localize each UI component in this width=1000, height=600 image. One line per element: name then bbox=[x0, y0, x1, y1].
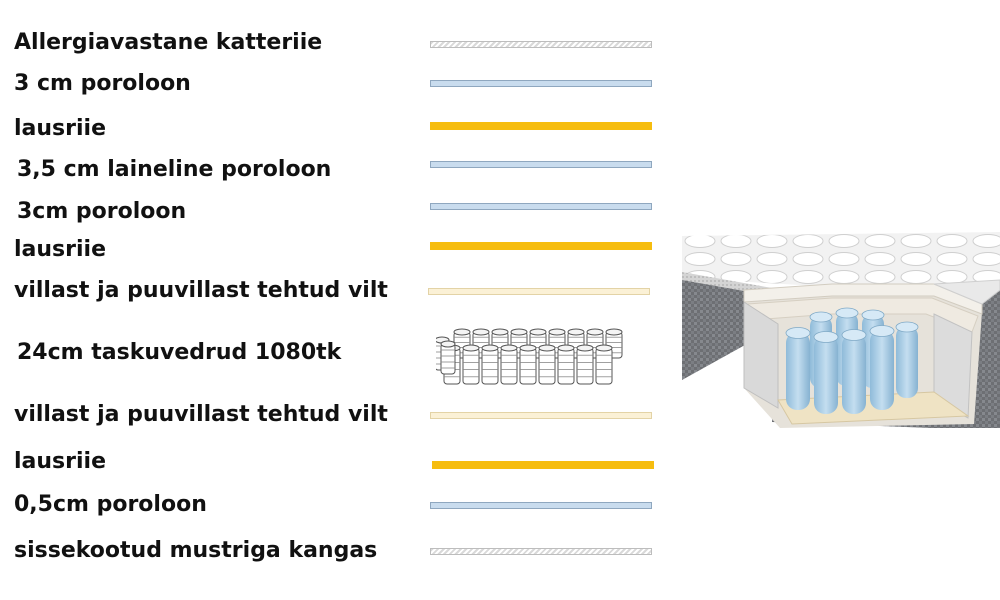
cutaway-spring bbox=[895, 321, 919, 398]
cutaway-spring bbox=[841, 329, 867, 414]
spring-coil bbox=[519, 344, 537, 385]
cutaway-spring bbox=[785, 327, 811, 410]
cutaway-spring bbox=[813, 331, 839, 414]
springs-front-row bbox=[436, 336, 613, 385]
mattress-top-edge bbox=[933, 279, 1000, 305]
layer-bar-felt-2 bbox=[430, 412, 652, 419]
cutaway-springs bbox=[785, 307, 919, 414]
layer-label-spunbond-2: lausriie bbox=[14, 237, 106, 262]
mattress-top-quilt bbox=[682, 232, 1000, 294]
layer-label-felt-2: villast ja puuvillast tehtud vilt bbox=[14, 402, 388, 427]
spring-coil bbox=[500, 344, 518, 385]
mattress-cutaway-illustration bbox=[682, 232, 1000, 428]
layer-bar-cover bbox=[430, 41, 652, 48]
spring-coil bbox=[462, 344, 480, 385]
layer-bar-foam-05cm bbox=[430, 502, 652, 509]
layer-bar-wave-foam bbox=[430, 161, 652, 168]
layer-label-foam-05cm: 0,5cm poroloon bbox=[14, 492, 207, 517]
layer-label-spunbond-1: lausriie bbox=[14, 116, 106, 141]
layer-bar-foam-3cm bbox=[430, 80, 652, 87]
layer-bar-fabric bbox=[430, 548, 652, 555]
spring-coil bbox=[576, 344, 594, 385]
cutaway-foam-top bbox=[743, 283, 983, 315]
spring-coil bbox=[595, 344, 613, 385]
spring-coil bbox=[481, 344, 499, 385]
layer-bar-spunbond-2 bbox=[430, 242, 652, 250]
layer-bar-spunbond-3 bbox=[432, 461, 654, 469]
spring-coil bbox=[538, 344, 556, 385]
layer-label-foam-3cm: 3 cm poroloon bbox=[14, 71, 191, 96]
layer-label-foam-3cm-b: 3cm poroloon bbox=[17, 199, 187, 224]
cutaway-left-wall bbox=[743, 301, 779, 409]
layer-bar-foam-3cm-b bbox=[430, 203, 652, 210]
cutaway-spring bbox=[869, 325, 895, 410]
layer-label-felt-1: villast ja puuvillast tehtud vilt bbox=[14, 278, 388, 303]
layer-bar-spunbond-1 bbox=[430, 122, 652, 130]
layer-label-fabric: sissekootud mustriga kangas bbox=[14, 538, 378, 563]
layer-label-cover: Allergiavastane katteriie bbox=[14, 30, 323, 55]
cutaway-right-wall bbox=[933, 313, 973, 419]
spring-coil bbox=[440, 340, 456, 375]
layer-bar-felt-1 bbox=[428, 288, 650, 295]
pocket-springs-icon bbox=[436, 328, 623, 385]
layer-label-spunbond-3: lausriie bbox=[14, 449, 106, 474]
layer-label-wave-foam: 3,5 cm laineline poroloon bbox=[17, 157, 332, 182]
spring-coil bbox=[557, 344, 575, 385]
layer-label-pocket-springs: 24cm taskuvedrud 1080tk bbox=[17, 340, 342, 365]
